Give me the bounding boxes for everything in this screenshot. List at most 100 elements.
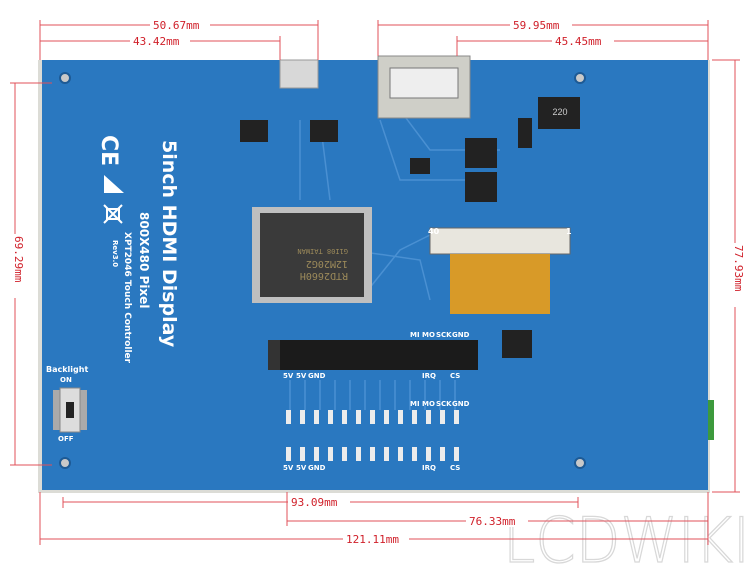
board-title: 5inch HDMI Display [158,140,180,348]
board-graphic [106,208,120,220]
chip-text-line: 12M20G2 [306,258,348,269]
board-graphic [299,109,500,301]
inductor [538,97,580,129]
board-graphic: IRQ [422,372,436,380]
board-graphic: MI [410,400,420,408]
board-graphic [66,402,74,418]
board-graphic: MI [410,331,420,339]
board-graphic [59,457,71,469]
board-graphic [502,330,532,358]
board-graphic [454,447,459,461]
small-components [240,118,532,358]
board-graphic [384,447,389,461]
ce-mark-icon: CE [96,135,121,166]
fpc-connector: 40 1 [428,227,572,314]
board-graphic [278,340,478,370]
board-graphic [552,34,614,47]
board-graphic [440,447,445,461]
watermark-logo: LCDWIKI [503,504,750,566]
backlight-label: Backlight [46,365,88,374]
board-graphic [356,410,361,424]
board-graphic [412,410,417,424]
board-graphic [440,410,445,424]
weee-bin-icon [103,204,123,224]
board-graphic: GND [452,331,470,339]
board-graphic [288,495,350,508]
dim-top-outer-left: 50.67mm [153,19,200,32]
switch-on-label: ON [60,376,72,384]
board-graphic [268,340,280,370]
board-graphic [300,447,305,461]
board-graphic [412,447,417,461]
board-graphic [398,447,403,461]
board-graphic [328,410,333,424]
board-graphic: 77.93mm [732,243,745,307]
esd-warning-icon [104,175,124,193]
dimension-labels: 50.67mm 43.42mm 59.95mm 45.45mm 93.09mm … [12,18,745,546]
board-graphic [574,72,586,84]
board-graphic [240,120,268,142]
dim-left-height: 69.29mm [12,236,25,283]
board-graphic: IRQ [422,464,436,472]
board-graphic [150,18,210,31]
board-graphic: SCK [436,331,452,339]
board-graphic [465,138,497,168]
board-graphic [518,118,532,148]
board-graphic [398,410,403,424]
dim-top-inner-left: 43.42mm [133,35,180,48]
board-graphic: MO [422,331,435,339]
header-pads [286,410,459,461]
side-connector [708,400,714,440]
board-graphic: MO [422,400,435,408]
traces [289,109,500,410]
pcb-board: 220 RTD2660H 12M20G2 G1I08 TAIWAN 40 1 [38,55,714,493]
dim-bottom-inner: 93.09mm [291,496,338,509]
board-graphic [289,380,456,410]
board-graphic [429,227,571,255]
board-graphic [466,514,528,527]
board-graphic [356,447,361,461]
dim-top-outer-right: 59.95mm [513,19,560,32]
board-graphic [426,447,431,461]
board-graphic [410,158,430,174]
dim-right-height: 77.93mm [732,245,745,292]
fpc-pin-label: 1 [566,227,572,236]
board-graphic [314,410,319,424]
dim-bottom-total: 121.11mm [346,533,399,546]
board-graphic: 5V [296,372,307,380]
board-graphic: GND [308,372,326,380]
board-graphic: GND [308,464,326,472]
board-graphic [574,457,586,469]
board-graphic: 69.29mm [12,234,25,298]
board-graphic [384,410,389,424]
board-graphic [12,234,25,298]
board-graphic: 5V [296,464,307,472]
board-graphic [310,120,338,142]
scaler-chip: RTD2660H 12M20G2 G1I08 TAIWAN [252,207,372,303]
backlight-switch[interactable]: Backlight ON OFF [46,365,88,443]
mounting-hole-icons [59,72,586,469]
board-graphic [59,72,71,84]
board-graphic [732,243,745,307]
board-graphic [465,172,497,202]
board-revision: Rev3.0 [111,240,119,267]
board-graphic: CS [450,372,460,380]
board-resolution: 800X480 Pixel [137,212,151,308]
board-graphic: 5V [283,464,294,472]
board-graphic [342,447,347,461]
switch-off-label: OFF [58,435,74,443]
board-graphic [300,410,305,424]
board-graphic [130,34,190,47]
board-graphic [343,532,409,545]
dim-bottom-right: 76.33mm [469,515,516,528]
inductor-label: 220 [552,107,567,117]
board-graphic [286,410,291,424]
board-graphic: CS [450,464,460,472]
cert-marks: CE [96,135,124,224]
board-graphic [510,18,572,31]
board-graphic [426,410,431,424]
board-graphic [450,254,550,314]
fpc-pin-label: 40 [428,227,440,236]
board-graphic: RTD2660H 12M20G2 G1I08 TAIWAN [297,247,348,281]
